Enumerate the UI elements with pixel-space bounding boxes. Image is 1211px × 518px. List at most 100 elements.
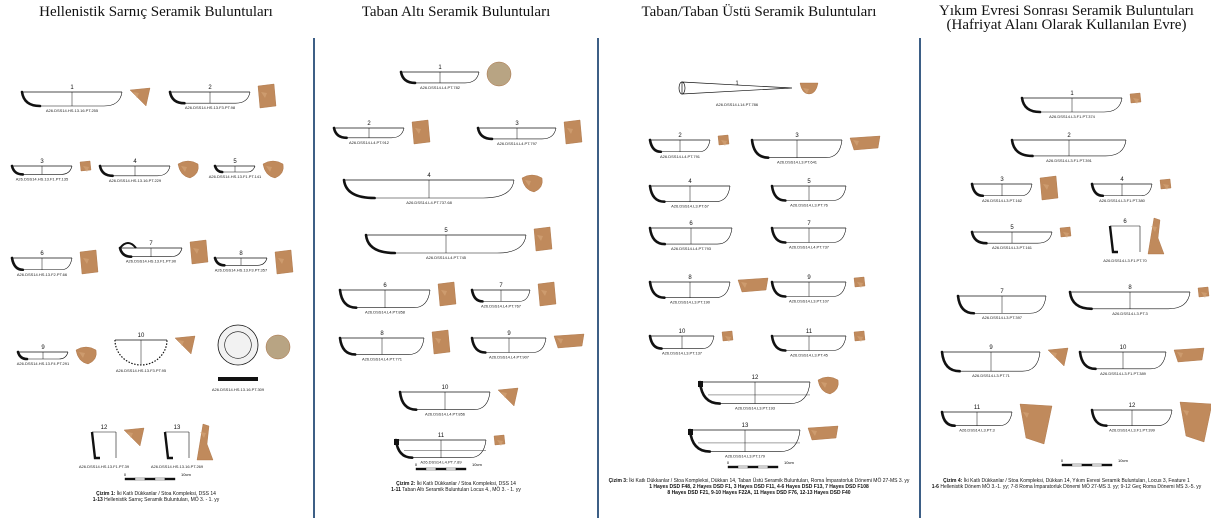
vessel-outline <box>719 381 811 404</box>
drawing-plate: 1A26.DSS14.L14.PT.7862A26.DSS14.L4.PT.79… <box>648 81 881 469</box>
sherd-texture <box>266 166 272 172</box>
sherd-texture <box>178 340 184 346</box>
panel-divider <box>597 38 599 518</box>
find-code: A26.DSS14.L4.PT.791 <box>660 154 701 159</box>
drawing-plate: 1A26.DSS14.HS.13.16.PT.2552A26.DSS14.HS.… <box>10 83 294 481</box>
scale-zero-label: 0 <box>124 472 127 477</box>
sherd-texture <box>725 336 731 342</box>
lamp-top-view <box>217 324 259 366</box>
sherd-texture <box>557 338 563 344</box>
vessel-wall-section <box>168 90 186 105</box>
vessel-wall <box>1108 225 1118 254</box>
vessel-wall-section <box>750 138 770 159</box>
find-code: A26.DSS14.L4.PT.7.89 <box>420 460 462 465</box>
find-code: A26.DSS14.L4.PT.912 <box>349 140 390 145</box>
vessel-outline <box>22 165 73 175</box>
find-code: A26.DSS14.L4.PT.856 <box>425 412 466 417</box>
sherd-photo <box>533 226 553 252</box>
vessel-number: 4 <box>133 159 137 165</box>
flange-rim <box>688 429 693 435</box>
vessel-wall-section <box>476 126 494 141</box>
sherd-texture <box>721 140 727 146</box>
find-code: A26.DSS14.HS.13.16.PT.229 <box>109 178 162 183</box>
sherd-texture <box>415 128 421 134</box>
sherd-texture <box>127 432 133 438</box>
find-code: A26.DSS14.L3.F1.PT.399 <box>1109 428 1156 433</box>
find-code: A26.DSS14.L3.PT.76 <box>790 203 829 208</box>
scale-segment <box>1061 463 1073 467</box>
vessel-wall-section <box>770 184 787 202</box>
sherd-texture <box>537 235 543 241</box>
vessel-number: 2 <box>678 133 682 139</box>
vessel-outline <box>482 289 531 302</box>
sherd-texture <box>1051 352 1057 358</box>
vessel-outline <box>1091 291 1191 310</box>
find-code: A26.DSS14.L3.PT.71 <box>972 373 1011 378</box>
scale-segment <box>164 477 176 481</box>
vessel-wall-section <box>1078 350 1097 371</box>
scale-segment <box>134 477 146 481</box>
sherd-texture <box>1023 412 1029 418</box>
find-code: A26.DSS14.L4.PT.793 <box>671 246 712 251</box>
sherd-texture <box>1151 226 1157 232</box>
sherd-texture <box>803 88 809 94</box>
sherd-photo <box>129 87 151 107</box>
vessel-outline <box>660 139 711 153</box>
flange-rim <box>394 439 399 445</box>
vessel-number: 6 <box>40 251 44 257</box>
vessel-number: 10 <box>138 333 145 339</box>
vessel-outline <box>27 351 69 360</box>
vessel-number: 11 <box>438 433 445 439</box>
handle-profile <box>119 242 137 249</box>
find-code: A26.DSS14.HS.13.F4.PT.291 <box>17 361 70 366</box>
vessel-wall-section <box>770 334 787 352</box>
vessel-wall-section <box>10 164 25 176</box>
sherd-photo <box>537 281 557 307</box>
vessel-wall-section <box>648 138 663 154</box>
scale-end-label: 10cm <box>1118 458 1128 463</box>
vessel-outline <box>485 337 547 353</box>
scale-segment <box>737 465 749 469</box>
vessel-wall <box>90 431 100 460</box>
vessel-outline <box>664 281 731 298</box>
vessel-number: 4 <box>1120 177 1124 183</box>
vessel-wall-section <box>970 182 985 198</box>
find-code: A26.DSS14.HS.13.F2.PT.66 <box>17 272 68 277</box>
sherd-texture <box>278 258 284 264</box>
vessel-number: 5 <box>444 228 448 234</box>
vessel-outline <box>785 335 847 351</box>
sherd-texture <box>181 166 187 172</box>
vessel-number: 11 <box>806 329 813 335</box>
scale-segment <box>767 465 779 469</box>
vessel-number: 10 <box>442 385 449 391</box>
sherd-texture <box>525 180 531 186</box>
sherd-photo <box>174 335 196 355</box>
sherd-texture <box>741 282 747 288</box>
vessel-wall-section <box>118 246 133 258</box>
find-code: A26.DSS14.HS.13.F3.PT.98 <box>185 105 236 110</box>
vessel-outline <box>355 337 425 355</box>
vessel-number: 1 <box>1070 91 1074 97</box>
vessel-wall-section <box>20 90 42 108</box>
scale-zero-label: 0 <box>727 460 730 465</box>
sherd-texture <box>83 258 89 264</box>
find-code: A26.DSS14.L3.PT.641 <box>777 160 818 165</box>
sherd-photo <box>1019 403 1053 445</box>
sherd-photo <box>1173 347 1205 363</box>
vessel-wall-section <box>1020 96 1042 114</box>
lamp-inner-ring <box>224 331 252 359</box>
vessel-outline <box>768 139 843 158</box>
sherd-photo <box>563 119 583 145</box>
sherd-texture <box>811 430 817 436</box>
vessel-outline <box>492 127 557 140</box>
sherd-photo <box>189 239 209 265</box>
vessel-number: 11 <box>974 405 981 411</box>
